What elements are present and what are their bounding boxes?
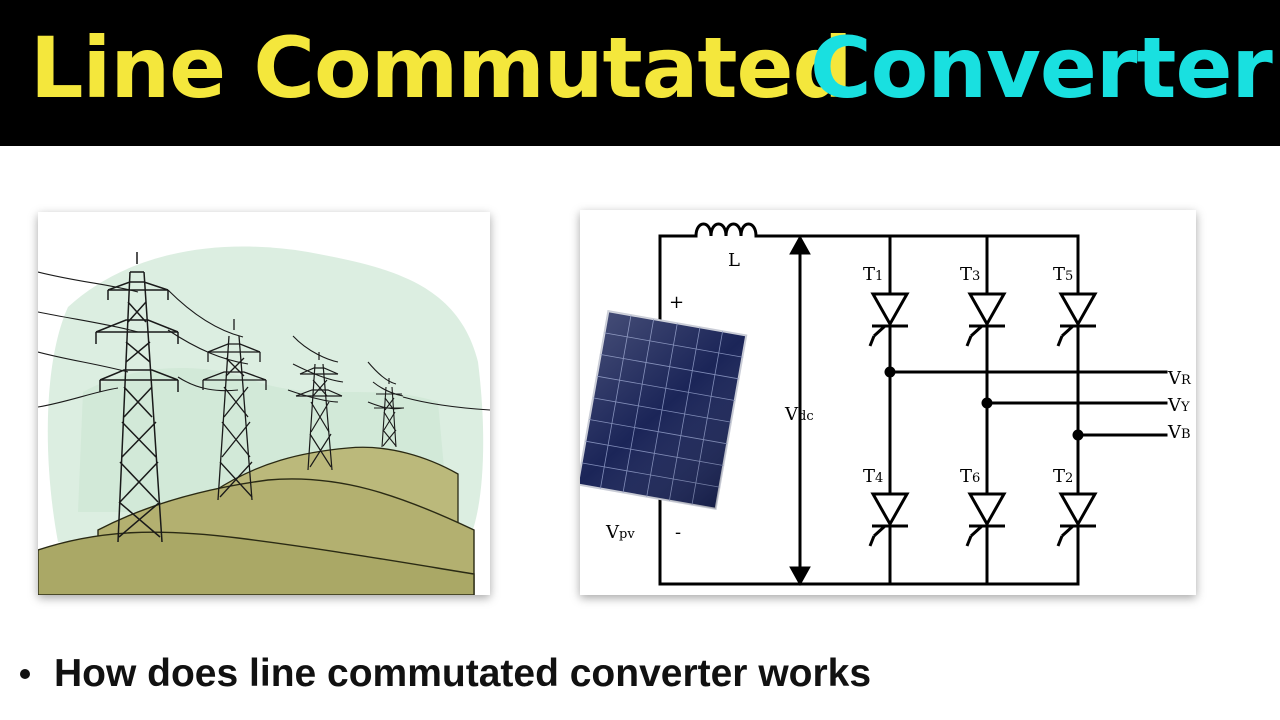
towers-drawing (38, 246, 490, 595)
circuit-diagram: L + - Vpv Vdc T1 T3 T5 T4 T6 T2 VR VY VB (580, 210, 1196, 595)
inductor (694, 222, 758, 238)
pv-plus-label: + (669, 292, 684, 313)
thyristor-label-t5: T5 (1053, 264, 1073, 285)
output-label-vy: VY (1167, 395, 1190, 416)
bullet-dot (20, 669, 30, 679)
tower-large (95, 252, 179, 543)
thyristor-t6 (965, 492, 1007, 547)
thyristor-t3 (965, 292, 1007, 347)
thyristor-label-t2: T2 (1053, 466, 1073, 487)
thyristor-label-t3: T3 (960, 264, 980, 285)
title-line-commutated: Line Commutated (30, 19, 853, 117)
thyristor-t1 (868, 292, 910, 347)
solar-panel-icon (580, 310, 748, 510)
tower-small (295, 352, 343, 471)
pv-voltage-label: Vpv (605, 522, 635, 543)
bullet-item: How does line commutated converter works (18, 644, 871, 704)
tower-medium (202, 319, 267, 501)
thyristor-label-t1: T1 (863, 264, 883, 285)
title-converter: Converter (810, 19, 1273, 117)
circuit-svg: L + - Vpv Vdc T1 T3 T5 T4 T6 T2 VR VY VB (580, 222, 1192, 587)
thyristor-t2 (1056, 492, 1098, 547)
output-label-vb: VB (1167, 422, 1191, 443)
thyristor-t5 (1056, 292, 1098, 347)
thyristor-t4 (868, 492, 910, 547)
hill-front (38, 531, 475, 595)
vdc-label: Vdc (784, 404, 814, 425)
thyristor-label-t4: T4 (863, 466, 883, 487)
thyristor-label-t6: T6 (960, 466, 980, 487)
tower-distant (374, 378, 404, 448)
title-bar: Line Commutated Converter (0, 0, 1280, 146)
bullet-text: How does line commutated converter works (54, 652, 872, 695)
pv-minus-label: - (675, 522, 681, 543)
inductor-label: L (728, 250, 740, 271)
vdc-arrow (789, 234, 811, 587)
thyristor-symbols (868, 292, 1098, 547)
transmission-towers-illustration (38, 212, 490, 595)
output-label-vr: VR (1167, 368, 1192, 389)
